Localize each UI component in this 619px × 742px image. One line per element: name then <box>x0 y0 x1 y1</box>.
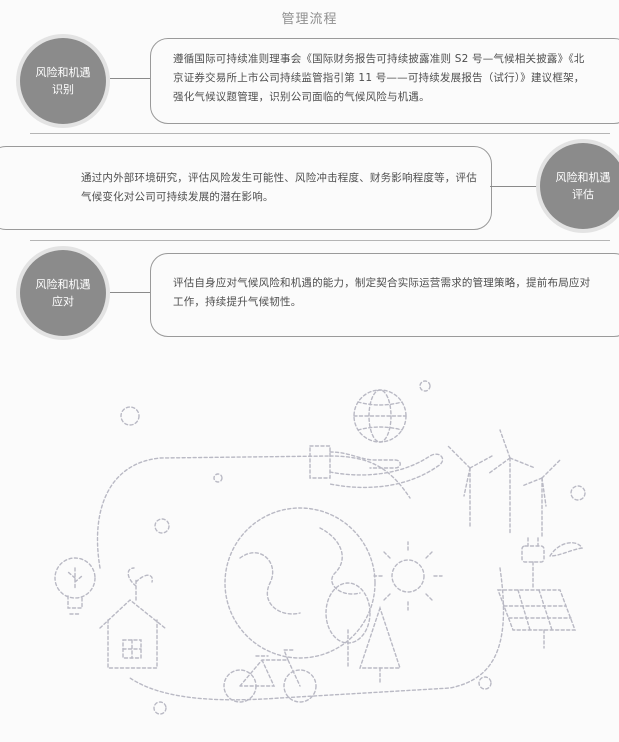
step-assess-circle: 风险和机遇评估 <box>540 143 619 229</box>
decor-dot-3 <box>419 380 431 392</box>
solar-panel-icon <box>496 589 577 649</box>
house-icon <box>99 567 166 669</box>
step-respond-description: 评估自身应对气候风险和机遇的能力，制定契合实际运营需求的管理策略，提前布局应对工… <box>173 277 591 308</box>
tree-icon <box>325 582 401 684</box>
step-identify-card: 遵循国际可持续准则理事会《国际财务报告可持续披露准则 S2 号—气候相关披露》《… <box>150 38 619 124</box>
step-assess-card: 通过内外部环境研究，评估风险发生可能性、风险冲击程度、财务影响程度等，评估气候变… <box>0 146 492 230</box>
step-identify-label-line1: 风险和机遇 <box>35 66 91 79</box>
loop-path-right <box>329 455 411 499</box>
step-assess-description: 通过内外部环境研究，评估风险发生可能性、风险冲击程度、财务影响程度等，评估气候变… <box>81 172 477 203</box>
page-title: 管理流程 <box>281 12 338 27</box>
step-identify-description: 遵循国际可持续准则理事会《国际财务报告可持续披露准则 S2 号—气候相关披露》《… <box>173 53 585 103</box>
step-respond-card: 评估自身应对气候风险和机遇的能力，制定契合实际运营需求的管理策略，提前布局应对工… <box>150 253 619 337</box>
step-assess-label-line1: 风险和机遇 <box>555 171 611 184</box>
decor-dot-4 <box>570 485 586 501</box>
decor-dot-1 <box>120 406 140 426</box>
decor-dot-5 <box>478 676 492 690</box>
wind-turbine-icon <box>447 429 561 539</box>
step-respond-connector <box>110 292 150 293</box>
step-identify-connector <box>110 78 150 79</box>
globe-icon <box>353 389 407 443</box>
step-respond-label-line2: 应对 <box>52 295 74 308</box>
loop-path-bottom <box>129 567 505 701</box>
hand-icon <box>309 445 444 489</box>
light-bulb-icon <box>54 557 96 615</box>
sun-icon <box>373 541 443 611</box>
step-respond-circle: 风险和机遇应对 <box>20 250 106 336</box>
step-assess-label-line2: 评估 <box>572 188 594 201</box>
bicycle-icon <box>223 649 317 703</box>
plug-icon <box>521 537 584 589</box>
earth-icon <box>224 507 376 659</box>
step-identify-label-line2: 识别 <box>52 83 74 96</box>
decor-dot-2 <box>154 518 170 534</box>
step-assess-connector <box>490 186 540 187</box>
decor-dot-6 <box>213 473 223 483</box>
divider-1 <box>30 133 610 134</box>
step-respond-label-line1: 风险和机遇 <box>35 278 91 291</box>
decor-dot-7 <box>153 701 167 715</box>
divider-2 <box>30 240 610 241</box>
step-identify-circle: 风险和机遇识别 <box>20 38 106 124</box>
loop-path-top <box>96 455 331 569</box>
climate-illustration <box>54 380 586 715</box>
